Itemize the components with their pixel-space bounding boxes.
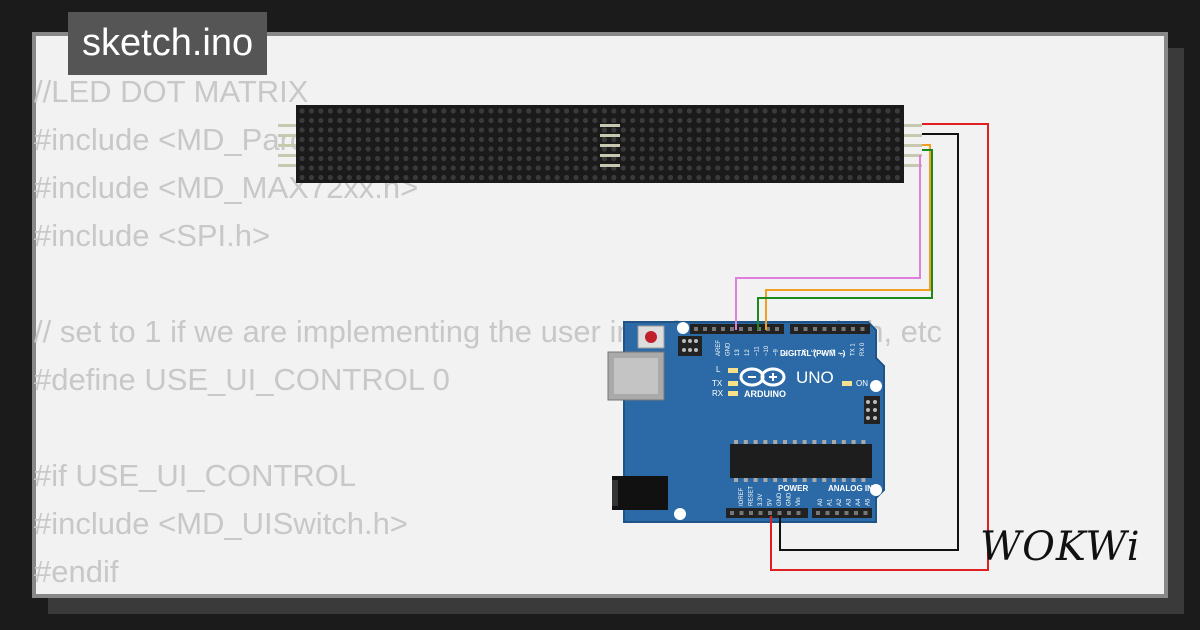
wire-clk (757, 149, 933, 330)
pin-label: GND (787, 492, 793, 506)
pin-label: 4 (822, 352, 828, 356)
pin-label: TX 1 (850, 343, 856, 356)
pin-label: RX 0 (860, 342, 866, 356)
pin-label: GND (777, 492, 783, 506)
board-rx-label: RX (712, 389, 724, 398)
file-tab[interactable]: sketch.ino (68, 12, 268, 75)
pin-label: IOREF (739, 487, 745, 506)
pin-label: 3.3V (758, 494, 764, 506)
code-line: #if USE_UI_CONTROL (34, 458, 357, 493)
reset-button[interactable] (637, 325, 665, 349)
matrix-pins-left (278, 124, 296, 167)
pin-label: 5V (768, 499, 774, 506)
matrix-pins-right (904, 124, 922, 167)
pin-label: GND (726, 342, 732, 356)
power-jack (612, 476, 668, 510)
pin-label: 7 (793, 352, 799, 356)
arduino-logo-icon (739, 367, 786, 387)
pin-label: A1 (828, 498, 834, 506)
code-line: #include <MD_UISwitch.h> (34, 506, 408, 541)
atmega-chip (730, 444, 872, 478)
pin-label: ~6 (802, 348, 808, 356)
code-line: #endif (34, 554, 119, 589)
pin-label: A0 (818, 498, 824, 506)
wire-din (735, 155, 921, 330)
board-l-label: L (716, 365, 721, 374)
pin-label: 2 (841, 352, 847, 356)
pin-label: 8 (783, 352, 789, 356)
pin-label: A5 (866, 498, 872, 506)
board-power-label: POWER (778, 484, 808, 493)
code-line: #define USE_UI_CONTROL 0 (34, 362, 450, 397)
pin-label: RESET (749, 486, 755, 506)
pin-label: ~3 (831, 348, 837, 356)
board-model: UNO (796, 368, 834, 387)
pin-label: ~9 (774, 348, 780, 356)
pin-label: 12 (745, 349, 751, 356)
wire-vcc (770, 123, 989, 571)
pin-label: Vin (796, 497, 802, 506)
code-editor: //LED DOT MATRIX#include <MD_Parola.h>#i… (34, 68, 942, 596)
board-on-label: ON (856, 379, 868, 388)
board-analog-label: ANALOG IN (828, 484, 873, 493)
wires (735, 123, 989, 571)
board-brand: ARDUINO (744, 389, 786, 399)
pin-label: A3 (847, 498, 853, 506)
led-matrix[interactable] (278, 105, 922, 183)
board-digital-label: DIGITAL (PWM ~) (780, 349, 846, 358)
matrix-joint (600, 124, 620, 167)
pin-label: A2 (837, 498, 843, 506)
pin-label: 13 (735, 349, 741, 356)
code-line: //LED DOT MATRIX (34, 74, 309, 109)
board-tx-label: TX (712, 379, 723, 388)
code-line: #include <SPI.h> (34, 218, 271, 253)
wire-gnd (779, 133, 959, 551)
pin-label: ~11 (754, 346, 760, 356)
pin-label: AREF (716, 340, 722, 356)
wokwi-logo: WOKWi (980, 524, 1141, 570)
wire-cs (765, 144, 931, 330)
pin-label: ~10 (764, 345, 770, 356)
pin-label: A4 (856, 498, 862, 506)
pin-label: ~5 (812, 348, 818, 356)
arduino-uno-board[interactable]: L TX RX ON DIGITAL (PWM ~) POWER ANALOG … (607, 321, 885, 523)
